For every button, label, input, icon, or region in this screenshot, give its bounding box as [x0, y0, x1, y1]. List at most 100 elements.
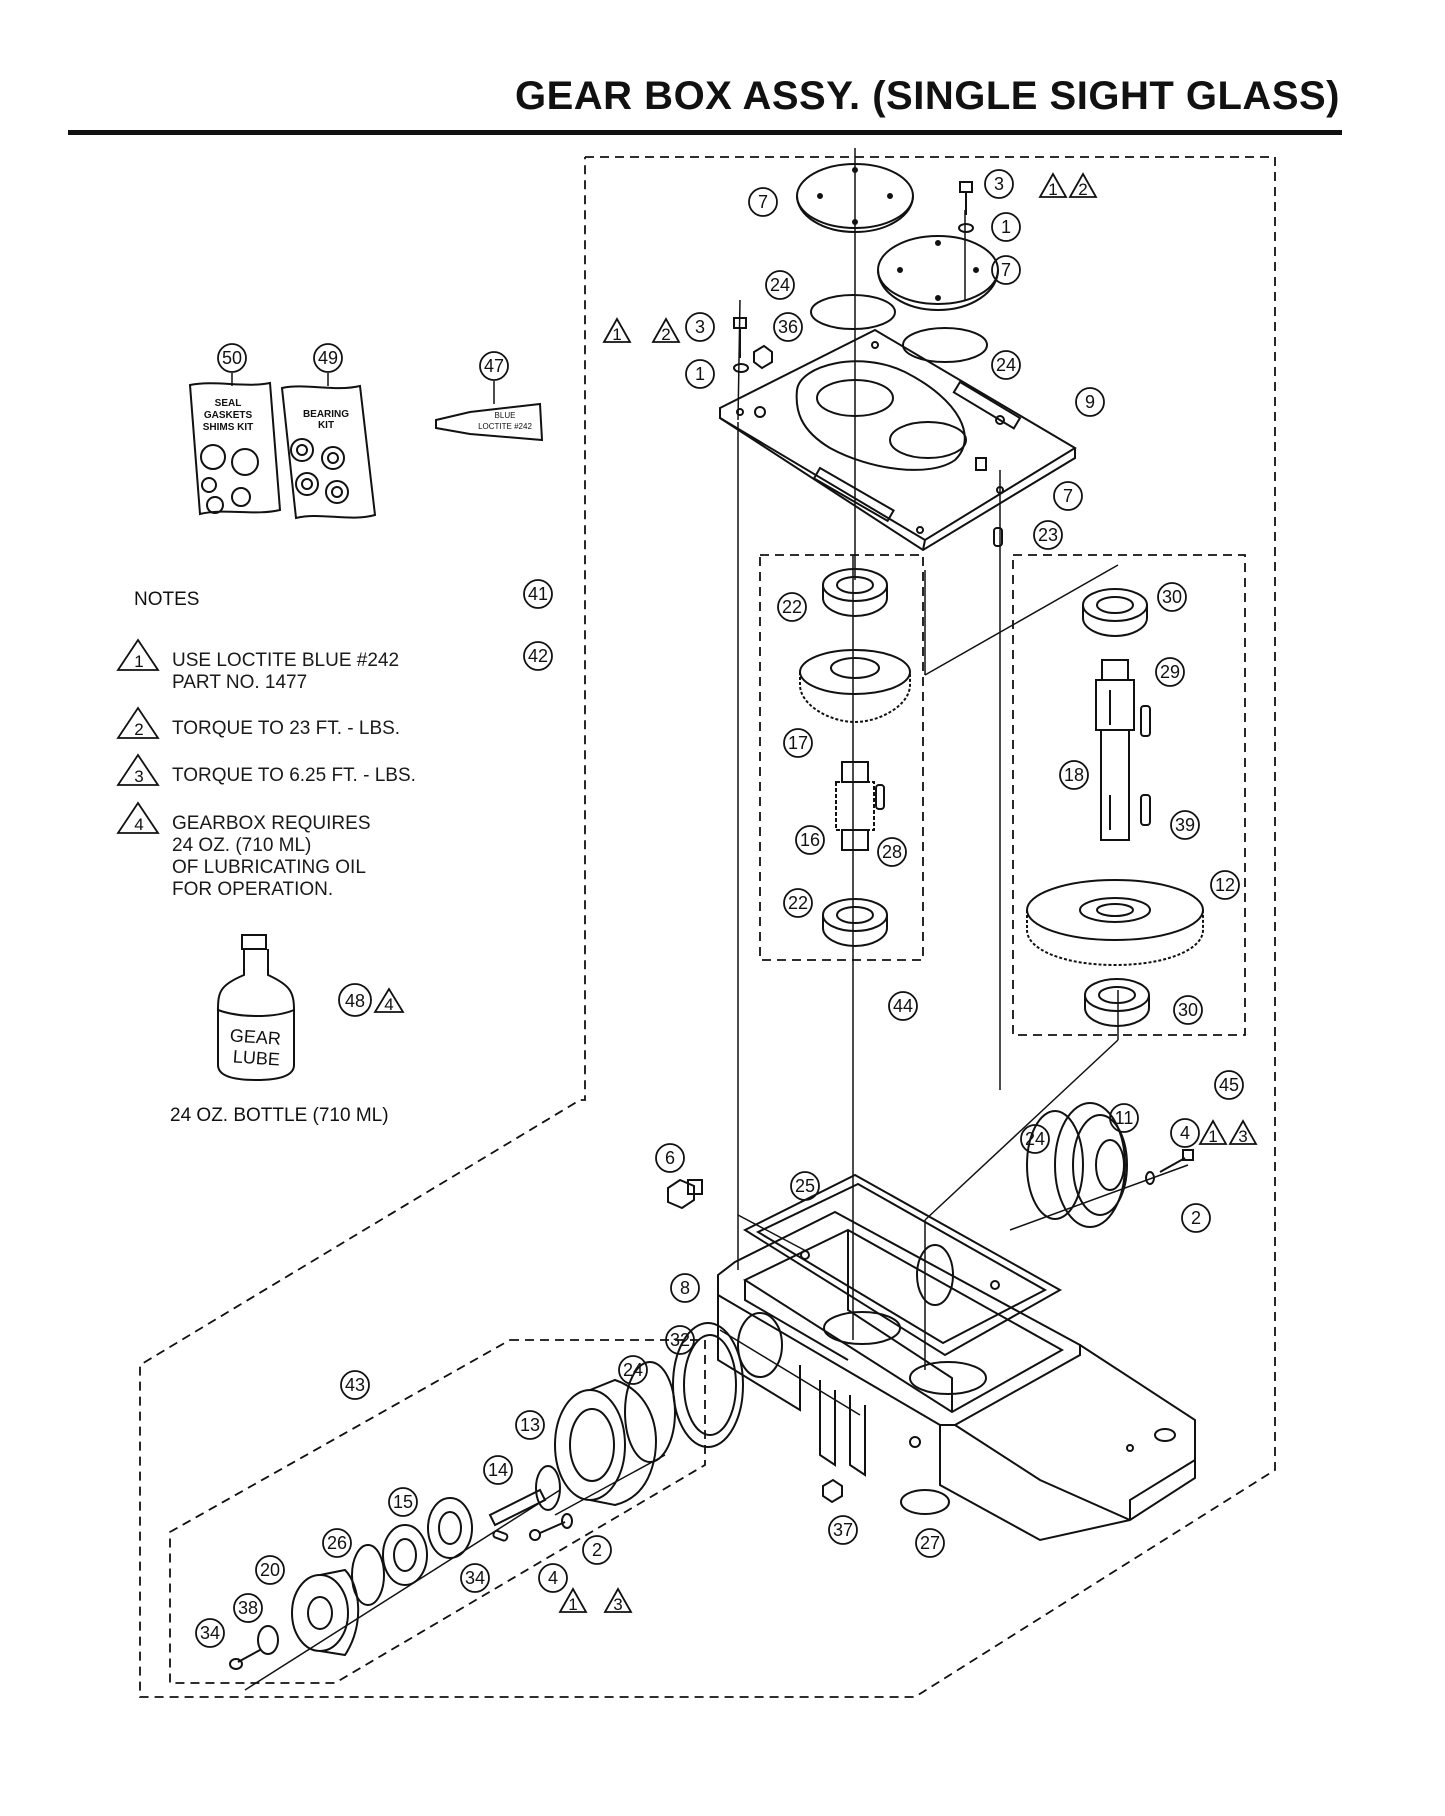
o-ring-27 [900, 1489, 950, 1515]
svg-text:2: 2 [1191, 1208, 1201, 1228]
callout-11-a: 7 [748, 187, 778, 217]
pinion-shaft-16 [488, 1465, 561, 1527]
marker-1-side: 1 [1198, 1119, 1228, 1146]
callout-bubbles: 7 3 1 7 24 3 36 1 24 9 7 23 50 49 47 41 … [195, 169, 1244, 1648]
callout-22: 20 [255, 1555, 285, 1585]
callout-20-a: 22 [777, 592, 807, 622]
gear-lube-bottle: GEAR LUBE [217, 934, 295, 1082]
callout-9: 9 [1075, 387, 1105, 417]
callout-24-c: 24 [1020, 1124, 1050, 1154]
svg-text:42: 42 [528, 646, 548, 666]
svg-text:24: 24 [623, 1360, 643, 1380]
note-3: TORQUE TO 6.25 FT. - LBS. [172, 765, 416, 787]
callout-10: 11 [1109, 1103, 1139, 1133]
svg-text:3: 3 [613, 1595, 622, 1614]
svg-text:32: 32 [670, 1330, 690, 1350]
svg-text:4: 4 [384, 995, 393, 1014]
note-1-line-1: USE LOCTITE BLUE #242 [172, 650, 400, 671]
washers-1 [733, 223, 974, 373]
callout-36: 36 [773, 312, 803, 342]
note-marker-4: 4 [116, 801, 160, 834]
loctite-tube-line-2: LOCTITE #242 [478, 422, 532, 431]
svg-text:24: 24 [996, 355, 1016, 375]
callout-42: 42 [523, 641, 553, 671]
callout-34: 34 [460, 1563, 490, 1593]
callout-30-a: 30 [1157, 582, 1187, 612]
svg-text:8: 8 [680, 1278, 690, 1298]
bevel-gear-15 [799, 649, 911, 724]
marker-4-bottle: 4 [373, 987, 405, 1014]
svg-text:9: 9 [1085, 392, 1095, 412]
callout-6: 6 [655, 1143, 685, 1173]
note-3-line-1: TORQUE TO 6.25 FT. - LBS. [172, 765, 416, 786]
callout-3-b: 3 [685, 312, 715, 342]
callout-49: 49 [313, 343, 343, 373]
bottle-label-2: LUBE [232, 1046, 280, 1069]
svg-text:39: 39 [1175, 815, 1195, 835]
callout-24-b: 24 [991, 350, 1021, 380]
callout-37: 37 [828, 1515, 858, 1545]
bearing-cup-12 [554, 1378, 657, 1507]
svg-text:1: 1 [695, 364, 705, 384]
callout-1-b: 1 [685, 359, 715, 389]
callout-38: 38 [233, 1593, 263, 1623]
marker-1-input: 1 [558, 1587, 588, 1614]
note-marker-2: 2 [116, 706, 160, 739]
callout-17: 18 [1059, 760, 1089, 790]
svg-text:3: 3 [1238, 1127, 1247, 1146]
callout-15: 17 [783, 728, 813, 758]
callout-29: 29 [1155, 657, 1185, 687]
note-1: USE LOCTITE BLUE #242 PART NO. 1477 [172, 650, 399, 694]
note-marker-3: 3 [116, 753, 160, 786]
svg-text:7: 7 [1063, 486, 1073, 506]
svg-text:14: 14 [488, 1460, 508, 1480]
callout-26: 26 [322, 1528, 352, 1558]
o-ring-24-top-left [810, 294, 896, 330]
callout-41: 41 [523, 579, 553, 609]
loctite-tube-line-1: BLUE [495, 411, 516, 420]
callout-27: 27 [915, 1528, 945, 1558]
key-39 [1140, 794, 1151, 826]
callout-50: 50 [217, 343, 247, 373]
svg-text:50: 50 [222, 348, 242, 368]
top-cover-11-rear [796, 163, 914, 234]
note-4: GEARBOX REQUIRES 24 OZ. (710 ML) OF LUBR… [172, 813, 371, 901]
bearing-18-inner [427, 1497, 473, 1559]
outline-main-assembly [139, 156, 1276, 1698]
o-ring-24-top-right [902, 327, 988, 363]
callout-4-a: 4 [1170, 1118, 1200, 1148]
marker-3-input: 3 [603, 1587, 633, 1614]
o-ring-26 [351, 1544, 385, 1606]
seal-kit-line-3: SHIMS KIT [203, 422, 254, 433]
svg-text:26: 26 [327, 1533, 347, 1553]
marker-2-top: 2 [1068, 172, 1098, 199]
pipe-plug-7 [975, 457, 987, 471]
bearing-30-upper [1082, 588, 1148, 638]
callout-2-b: 2 [582, 1535, 612, 1565]
outline-group-44 [759, 554, 924, 961]
svg-text:25: 25 [795, 1176, 815, 1196]
svg-text:17: 17 [788, 733, 808, 753]
svg-text:3: 3 [695, 317, 705, 337]
svg-text:24: 24 [1025, 1129, 1045, 1149]
note-4-line-4: FOR OPERATION. [172, 879, 334, 900]
callout-48: 48 [338, 983, 372, 1017]
callout-39: 39 [1170, 810, 1200, 840]
top-plate-9 [719, 328, 1077, 552]
bearing-30-lower [1084, 978, 1150, 1028]
seal-gaskets-shims-kit: SEAL GASKETS SHIMS KIT [188, 381, 282, 516]
svg-text:1: 1 [568, 1595, 577, 1614]
title-rule [68, 130, 1342, 135]
svg-text:30: 30 [1178, 1000, 1198, 1020]
bearing-kit-line-1: BEARING [303, 409, 349, 420]
svg-text:4: 4 [1180, 1123, 1190, 1143]
svg-text:12: 12 [1215, 875, 1235, 895]
svg-text:29: 29 [1160, 662, 1180, 682]
svg-text:47: 47 [484, 356, 504, 376]
note-4-line-2: 24 OZ. (710 ML) [172, 835, 312, 856]
callout-23: 23 [1033, 520, 1063, 550]
svg-text:1: 1 [1208, 1127, 1217, 1146]
plug-36 [753, 344, 773, 370]
note-1-line-2: PART NO. 1477 [172, 672, 308, 693]
